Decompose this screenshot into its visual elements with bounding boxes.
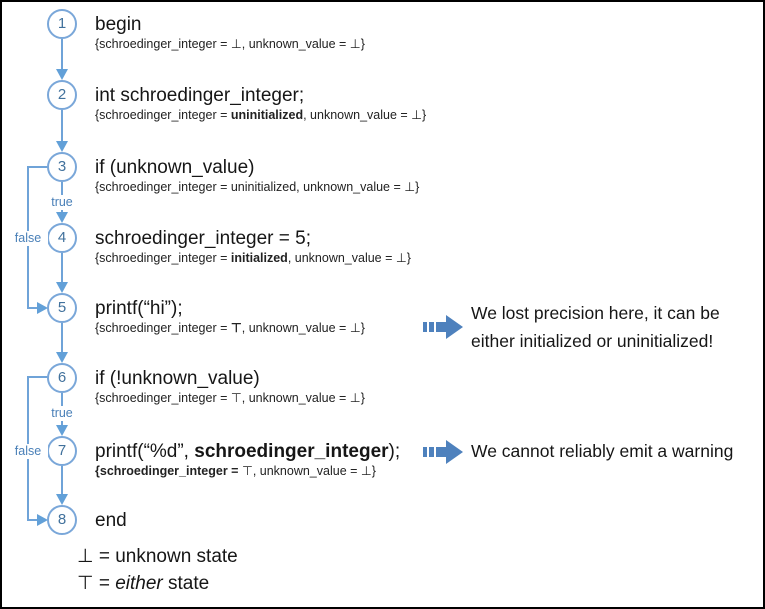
node-code-6: if (!unknown_value) [95,368,260,389]
legend-top-symbol: ⊤ = either state [77,573,210,594]
arrowhead-down-icon [56,352,68,363]
node-circle-6: 6 [47,363,77,393]
arrowhead-down-icon [56,425,68,436]
node-circle-8: 8 [47,505,77,535]
node-code-4: schroedinger_integer = 5; [95,228,312,249]
edge-line-2-3 [61,110,63,141]
node-state-4: {schroedinger_integer = initialized, unk… [95,251,411,265]
arrowhead-right-icon [37,514,48,526]
node-circle-4: 4 [47,223,77,253]
arrowhead-down-icon [56,494,68,505]
node-number: 1 [57,15,67,32]
node-circle-7: 7 [47,436,77,466]
arrowhead-down-icon [56,282,68,293]
node-state-6: {schroedinger_integer = ⊤, unknown_value… [95,391,365,405]
arrowhead-down-icon [56,212,68,223]
node-code-3: if (unknown_value) [95,157,255,178]
edge-line-4-5 [61,253,63,282]
striped-arrow-icon [423,439,464,465]
legend-bottom-symbol: ⊥ = unknown state [77,546,238,567]
node-circle-3: 3 [47,152,77,182]
edge-false-6-8-top [27,376,48,378]
edge-false-3-5-top [27,166,48,168]
edge-line-1-2 [61,39,63,69]
node-code-5: printf(“hi”); [95,298,183,319]
node-circle-1: 1 [47,9,77,39]
branch-label-false: false [8,444,48,459]
branch-label-false: false [8,231,48,246]
node-circle-2: 2 [47,80,77,110]
node-circle-5: 5 [47,293,77,323]
arrowhead-right-icon [37,302,48,314]
node-code-2: int schroedinger_integer; [95,85,305,106]
node-number: 8 [57,511,67,528]
node-state-1: {schroedinger_integer = ⊥, unknown_value… [95,37,365,51]
striped-arrow-icon [423,314,464,340]
node-code-8: end [95,510,127,531]
node-state-5: {schroedinger_integer = ⊤, unknown_value… [95,321,365,335]
arrowhead-down-icon [56,141,68,152]
node-code-7: printf(“%d”, schroedinger_integer); [95,441,401,462]
branch-label-true: true [42,195,82,210]
branch-label-true: true [42,406,82,421]
node-state-7: {schroedinger_integer = ⊤, unknown_value… [95,464,376,478]
node-state-3: {schroedinger_integer = uninitialized, u… [95,180,420,194]
node-number: 4 [57,229,67,246]
edge-false-3-5-bottom [27,307,38,309]
edge-false-6-8-bottom [27,519,38,521]
arrowhead-down-icon [56,69,68,80]
node-number: 5 [57,299,67,316]
edge-line-5-6 [61,323,63,352]
node-code-1: begin [95,14,142,35]
callout-text-warning: We cannot reliably emit a warning [471,441,734,461]
node-number: 2 [57,86,67,103]
node-number: 3 [57,158,67,175]
node-number: 7 [57,442,67,459]
node-state-2: {schroedinger_integer = uninitialized, u… [95,108,427,122]
edge-line-7-8 [61,466,63,494]
node-number: 6 [57,369,67,386]
